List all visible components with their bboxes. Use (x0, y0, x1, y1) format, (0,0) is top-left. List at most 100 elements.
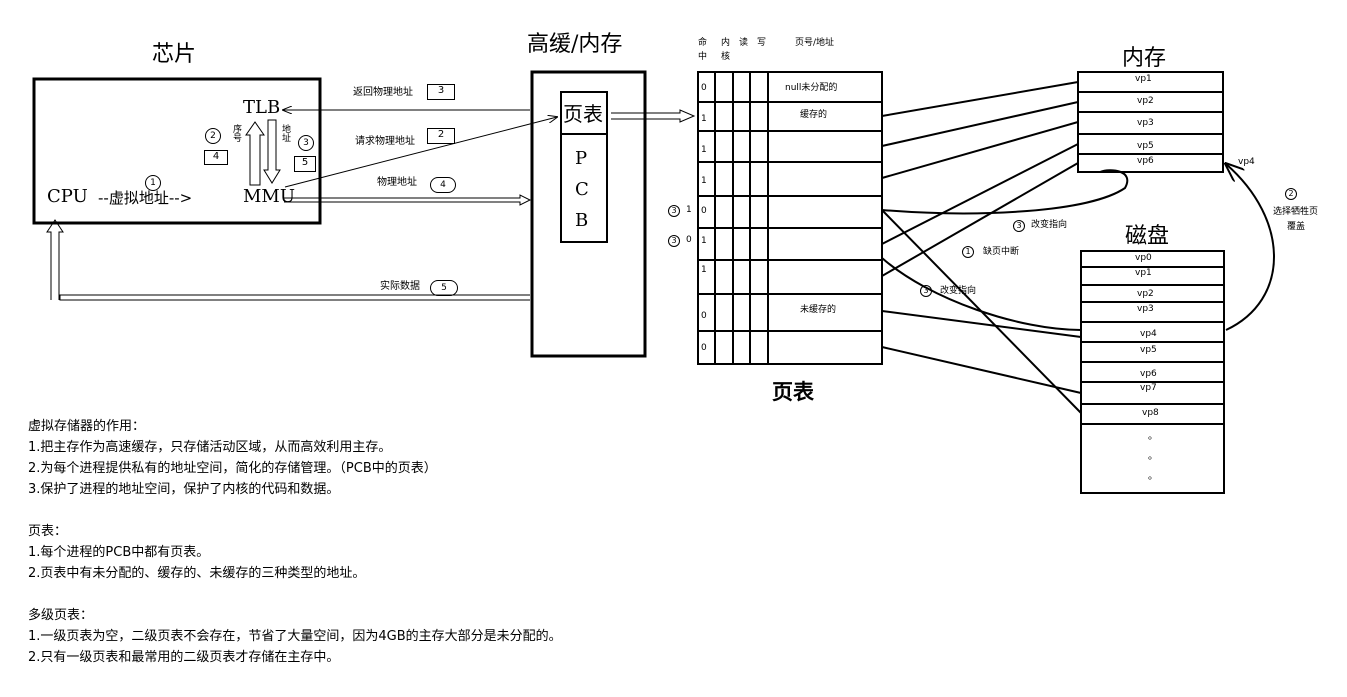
disk-title: 磁盘 (1125, 224, 1170, 249)
disk-cell: vp2 (1137, 289, 1154, 299)
vm-item: 3.保护了进程的地址空间，保护了内核的代码和数据。 (28, 482, 340, 497)
seq-label: 序号 (233, 125, 243, 144)
pt-item: 1.每个进程的PCB中都有页表。 (28, 545, 210, 560)
disk-cell: vp3 (1137, 304, 1154, 314)
side-mark-value: 0 (686, 235, 692, 245)
row-bit: 1 (701, 145, 707, 155)
col-hit-2: 中 (698, 52, 708, 62)
cpu-label: CPU (47, 186, 88, 207)
vm-title: 虚拟存储器的作用： (28, 419, 146, 434)
side-mark-value: 1 (686, 205, 692, 215)
pcb-c: C (575, 179, 589, 200)
row-bit: 1 (701, 265, 707, 275)
pcb-box (560, 133, 608, 243)
change-ptr-2-num: 3 (920, 285, 932, 297)
step3-circle: 3 (298, 135, 314, 151)
page-fault-label: 缺页中断 (983, 247, 1020, 257)
row-bit: 1 (701, 114, 707, 124)
disk-cell: vp0 (1135, 253, 1152, 263)
row-bit: 1 (701, 236, 707, 246)
col-addr: 页号/地址 (795, 38, 835, 48)
return-num: 3 (427, 84, 455, 100)
pagetable-link-arrow (611, 109, 696, 123)
pt-title: 页表： (28, 524, 68, 539)
data-up-arrow (46, 219, 64, 300)
box5: 5 (294, 156, 316, 172)
memory-title: 内存 (1122, 46, 1167, 71)
phys-addr-arrow (284, 194, 532, 206)
cache-box (530, 70, 647, 358)
request-num: 2 (427, 128, 455, 144)
row-bit: 1 (701, 176, 707, 186)
ml-item: 1.一级页表为空，二级页表不会存在，节省了大量空间，因为4GB的主存大部分是未分… (28, 629, 562, 644)
disk-cell: vp6 (1140, 369, 1157, 379)
row-bit: 0 (701, 206, 707, 216)
disk-dot: 。 (1148, 471, 1158, 482)
page-fault-num: 1 (962, 246, 974, 258)
disk-cell: vp5 (1140, 345, 1157, 355)
disk-dot: 。 (1148, 451, 1158, 462)
page-table-label: 页表 (563, 102, 603, 126)
disk-cell: vp8 (1142, 408, 1159, 418)
addr-label: 地址 (282, 125, 292, 144)
step1-circle: 1 (145, 175, 161, 191)
mem-cell: vp1 (1135, 74, 1152, 84)
step2-circle: 2 (205, 128, 221, 144)
col-kernel-2: 核 (721, 52, 731, 62)
phys-num: 4 (430, 177, 456, 193)
data-num: 5 (430, 280, 458, 296)
disk-cell: vp1 (1135, 268, 1152, 278)
vp4-label: vp4 (1238, 157, 1255, 167)
side-mark-circle: 3 (668, 205, 680, 217)
disk-dot: 。 (1148, 431, 1158, 442)
change-ptr-1-num: 3 (1013, 220, 1025, 232)
row-bit: 0 (701, 311, 707, 321)
pcb-b: B (575, 210, 589, 231)
chip-box (32, 77, 322, 225)
select-victim-label: 选择牺牲页 (1273, 207, 1319, 217)
disk-cell: vp4 (1140, 329, 1157, 339)
request-phys-label: 请求物理地址 (355, 136, 415, 147)
mapping-lines (881, 81, 1275, 414)
row-label-unallocated: null未分配的 (785, 83, 838, 93)
mem-cell: vp2 (1137, 96, 1154, 106)
mem-cell: vp6 (1137, 156, 1154, 166)
vm-item: 2.为每个进程提供私有的地址空间，简化的存储管理。（PCB中的页表） (28, 461, 437, 476)
notes-section: 虚拟存储器的作用： 1.把主存作为高速缓存，只存储活动区域，从而高效利用主存。 … (28, 416, 562, 668)
mem-cell: vp5 (1137, 141, 1154, 151)
overwrite-label: 覆盖 (1287, 222, 1306, 232)
col-kernel-1: 内 (721, 38, 731, 48)
return-phys-label: 返回物理地址 (353, 87, 413, 98)
request-phys-arrow (284, 117, 557, 188)
cache-title: 高缓/内存 (527, 32, 623, 57)
ml-title: 多级页表： (28, 608, 94, 623)
pcb-p: P (575, 148, 588, 169)
box4: 4 (204, 150, 228, 165)
col-read: 读 (739, 38, 749, 48)
disk-block (1080, 250, 1225, 494)
actual-data-label: 实际数据 (380, 281, 420, 292)
vm-item: 1.把主存作为高速缓存，只存储活动区域，从而高效利用主存。 (28, 440, 392, 455)
page-table-grid (697, 71, 883, 365)
select-victim-num: 2 (1285, 188, 1297, 200)
page-table-title: 页表 (772, 380, 814, 404)
phys-addr-label: 物理地址 (377, 177, 417, 188)
pt-item: 2.页表中有未分配的、缓存的、未缓存的三种类型的地址。 (28, 566, 366, 581)
side-mark-circle: 3 (668, 235, 680, 247)
chip-title: 芯片 (152, 42, 197, 67)
col-hit-1: 命 (698, 38, 708, 48)
mmu-label: MMU (243, 186, 296, 207)
change-ptr-1-label: 改变指向 (1031, 220, 1068, 230)
row-label-cached: 缓存的 (800, 110, 828, 120)
row-label-uncached: 未缓存的 (800, 305, 837, 315)
actual-data-arrow (59, 294, 530, 301)
row-bit: 0 (701, 83, 707, 93)
ml-item: 2.只有一级页表和最常用的二级页表才存储在主存中。 (28, 650, 340, 665)
tlb-label: TLB (243, 97, 281, 118)
col-write: 写 (757, 38, 767, 48)
row-bit: 0 (701, 343, 707, 353)
change-ptr-2-label: 改变指向 (940, 286, 977, 296)
disk-cell: vp7 (1140, 383, 1157, 393)
virtual-addr-label: --虚拟地址--> (98, 189, 193, 207)
